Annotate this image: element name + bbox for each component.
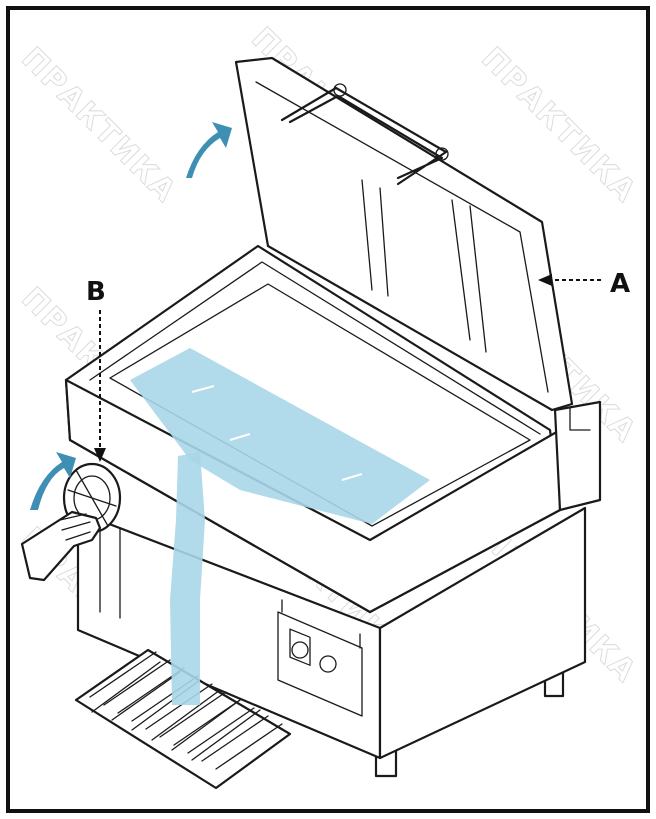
rotation-arrows	[30, 122, 232, 510]
base-cabinet	[76, 506, 587, 760]
label-a: A	[610, 269, 630, 299]
water-stream	[170, 452, 205, 705]
label-b: B	[86, 277, 106, 307]
hand	[20, 510, 102, 582]
water	[130, 348, 430, 705]
lid-rotation-arrow	[186, 122, 232, 178]
water-surface	[130, 348, 430, 524]
switch-1	[289, 628, 311, 666]
callout-a: A	[538, 269, 630, 299]
lid-handle	[280, 86, 448, 186]
callout-b: B	[86, 277, 106, 462]
wheel-rotation-arrow	[30, 452, 76, 510]
hand-illustration	[20, 510, 102, 582]
control-panel	[277, 599, 363, 717]
drain-grate	[74, 648, 292, 790]
lid	[234, 56, 574, 412]
switch-knob-2	[319, 655, 337, 673]
switch-knob-1	[291, 641, 309, 659]
